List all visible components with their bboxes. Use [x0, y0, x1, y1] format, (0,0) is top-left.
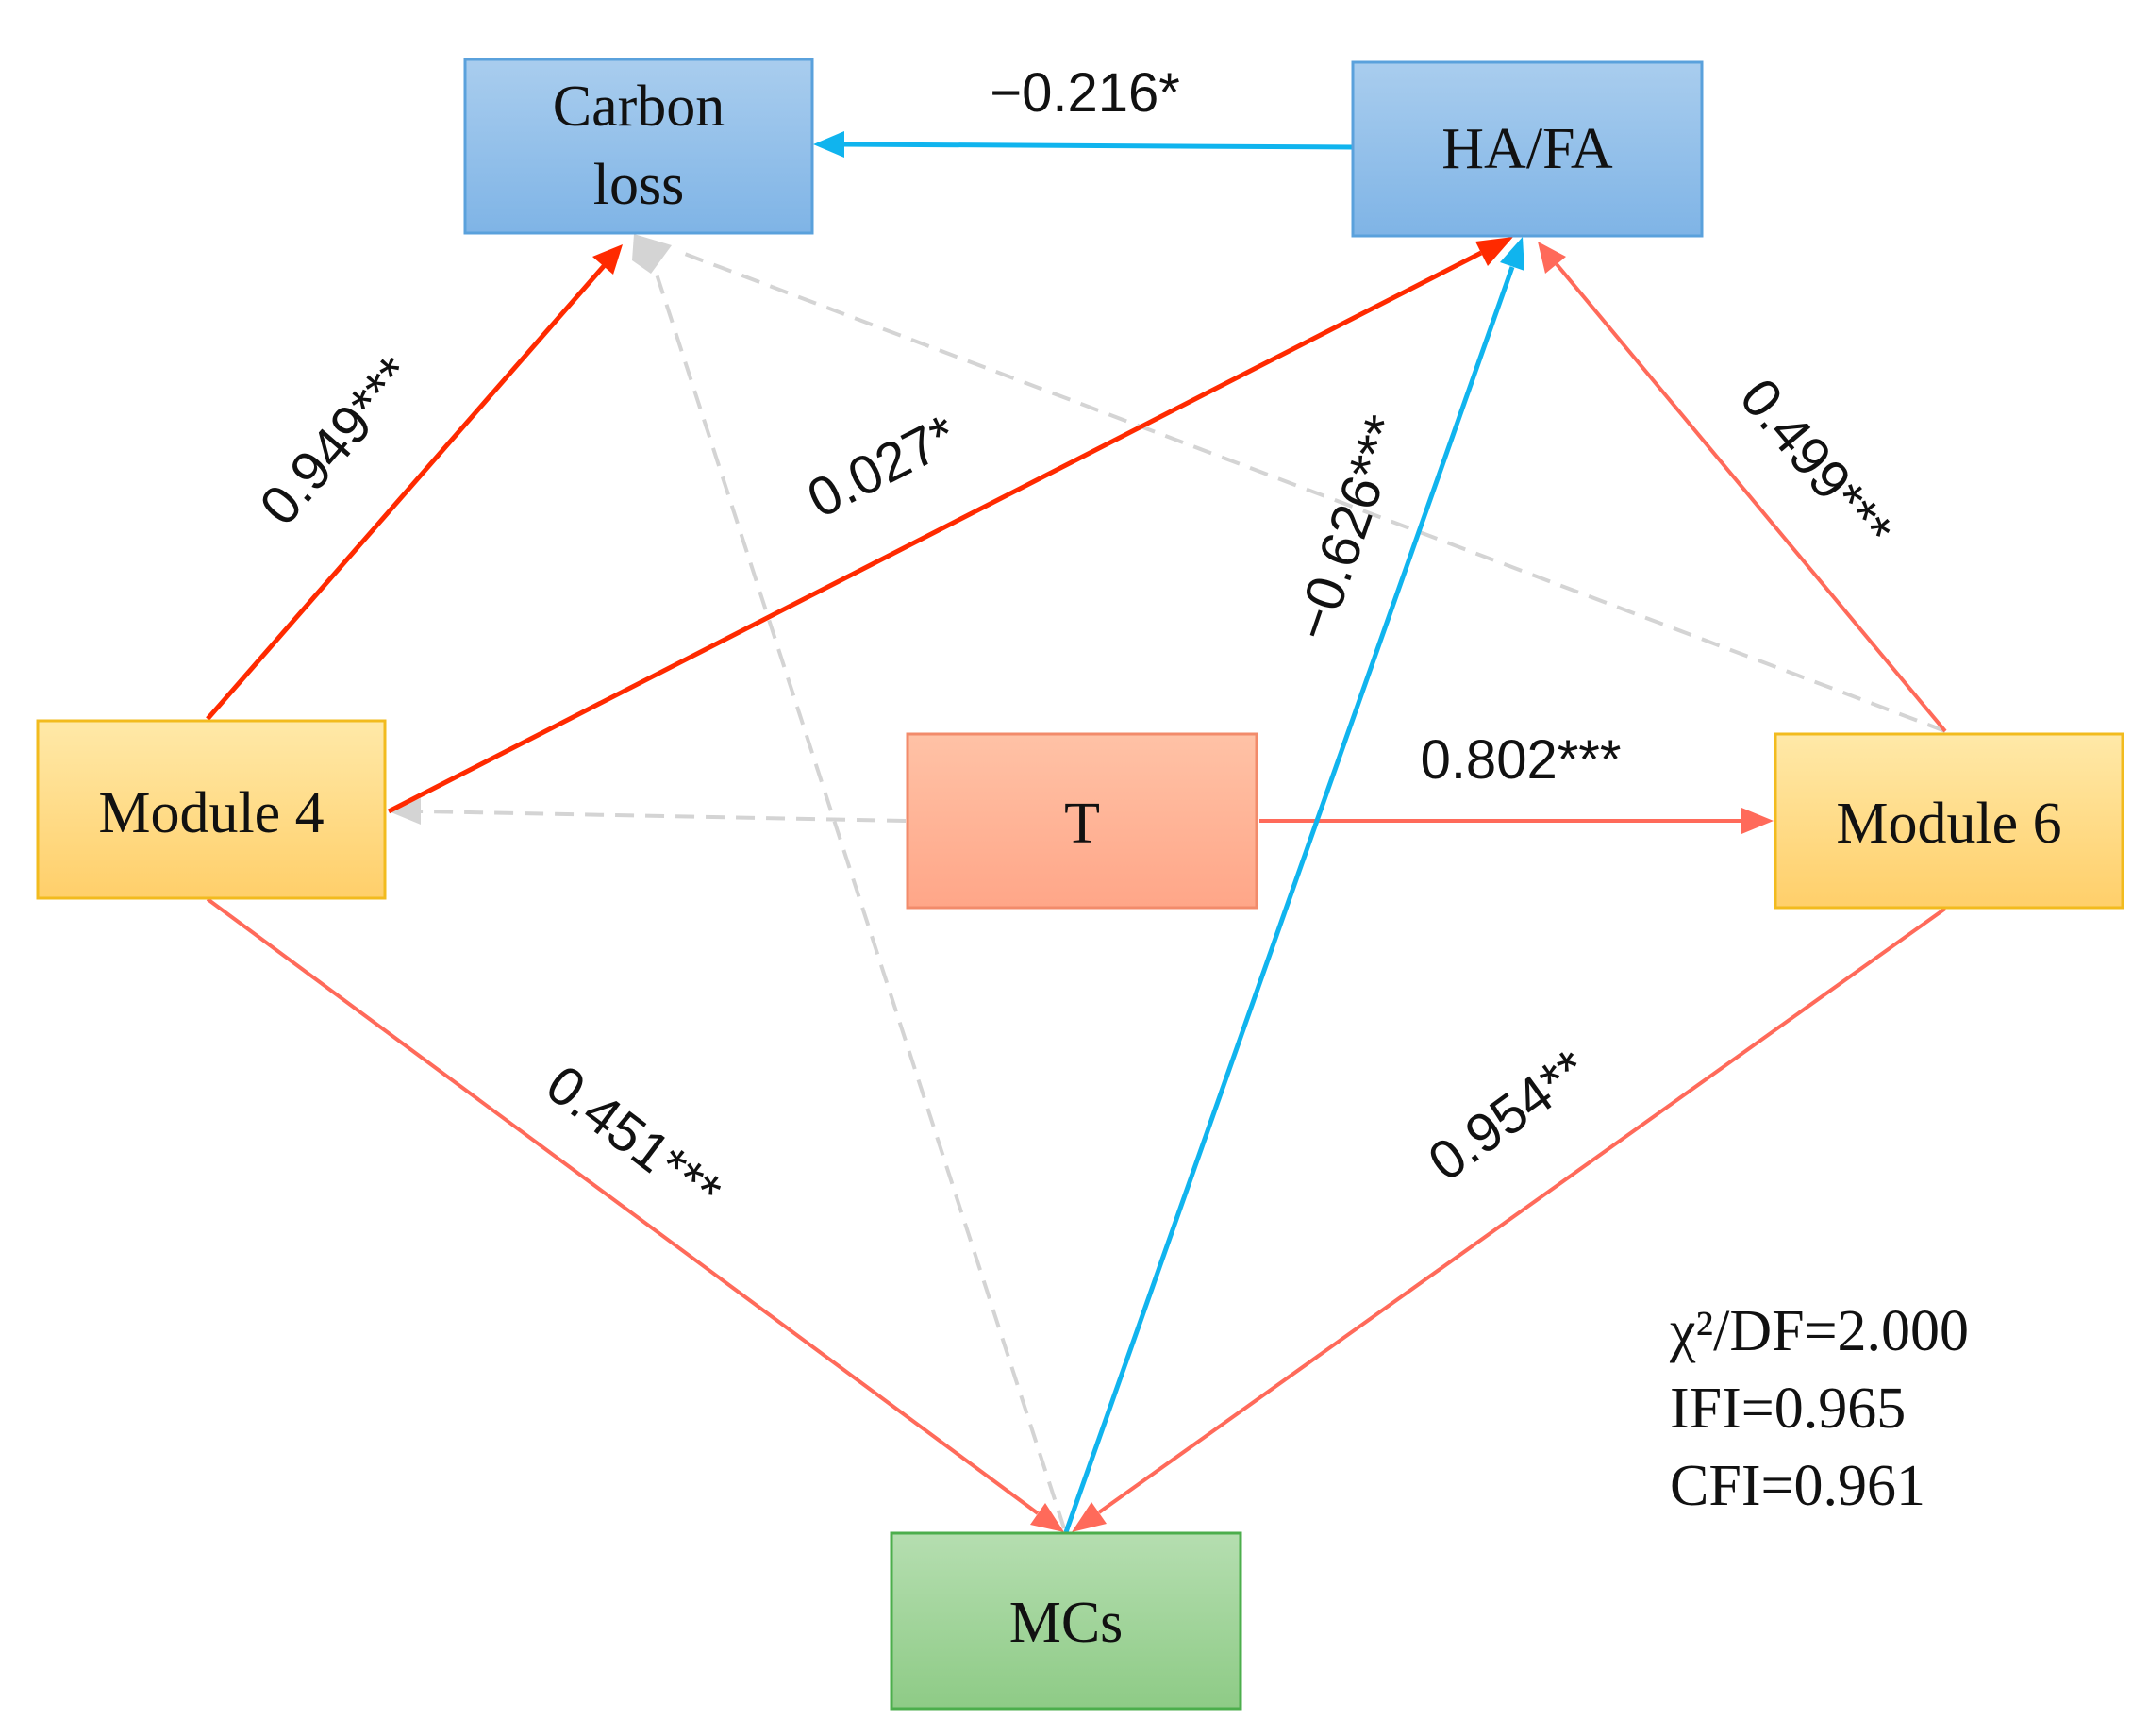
coef-module4-carbon-loss: 0.949***	[248, 345, 426, 537]
coef-mcs-ha-fa: −0.626***	[1282, 408, 1416, 647]
arrowhead-t-module6	[1741, 808, 1774, 834]
chi2-df-value: χ²/DF=2.000	[1670, 1299, 1970, 1363]
nonsignificant-paths	[389, 234, 1946, 1529]
coef-module4-ha-fa: 0.027*	[798, 404, 967, 530]
coef-ha-fa-carbon-loss: −0.216*	[990, 62, 1180, 124]
coef-module6-mcs: 0.954**	[1417, 1038, 1598, 1193]
node-carbon-loss-line2: loss	[593, 153, 684, 217]
coef-module6-ha-fa: 0.499***	[1728, 367, 1905, 560]
arrowhead-to-carbon-loss-gray	[632, 234, 672, 274]
node-t: T	[906, 732, 1258, 910]
ifi-value: IFI=0.965	[1670, 1377, 1907, 1441]
arrowhead-t-module4	[389, 798, 421, 825]
node-module6: Module 6	[1774, 732, 2124, 910]
arrowhead-module4-mcs	[1030, 1503, 1064, 1532]
arrowhead-mcs-ha-fa	[1500, 237, 1524, 271]
node-t-label: T	[1064, 792, 1100, 856]
path-module4-to-mcs	[206, 897, 1040, 1515]
path-module4-to-carbon-loss	[206, 264, 606, 721]
significant-paths	[206, 131, 1947, 1533]
path-module6-to-carbon-loss	[676, 249, 1946, 733]
path-module6-to-mcs	[1097, 907, 1947, 1514]
path-t-to-module4	[419, 810, 907, 823]
model-fit-statistics: χ²/DF=2.000 IFI=0.965 CFI=0.961	[1670, 1293, 1969, 1525]
path-mcs-to-carbon-loss	[649, 256, 1066, 1529]
arrowhead-module6-ha-fa	[1538, 242, 1566, 274]
path-module6-to-ha-fa	[1555, 262, 1947, 733]
node-ha-fa-label: HA/FA	[1441, 117, 1613, 181]
coef-t-module6: 0.802***	[1421, 729, 1622, 791]
node-mcs: MCs	[890, 1531, 1242, 1711]
coef-module4-mcs: 0.451***	[535, 1053, 732, 1223]
node-module4-label: Module 4	[98, 781, 324, 845]
arrowhead-module4-ha-fa	[1475, 237, 1513, 266]
arrowhead-module6-mcs	[1072, 1502, 1107, 1532]
cfi-value: CFI=0.961	[1670, 1454, 1925, 1518]
path-mcs-to-ha-fa	[1063, 266, 1515, 1533]
node-module6-label: Module 6	[1836, 792, 2061, 856]
node-ha-fa: HA/FA	[1351, 60, 1704, 238]
path-module4-to-ha-fa	[387, 250, 1483, 814]
node-carbon-loss-line1: Carbon	[553, 75, 725, 139]
arrowhead-module4-carbon-loss	[592, 244, 623, 275]
path-ha-fa-to-carbon-loss	[841, 142, 1354, 150]
arrowhead-ha-fa-carbon-loss	[813, 131, 844, 158]
node-carbon-loss: Carbon loss	[463, 58, 814, 235]
node-mcs-label: MCs	[1009, 1591, 1124, 1655]
node-module4: Module 4	[36, 719, 387, 900]
